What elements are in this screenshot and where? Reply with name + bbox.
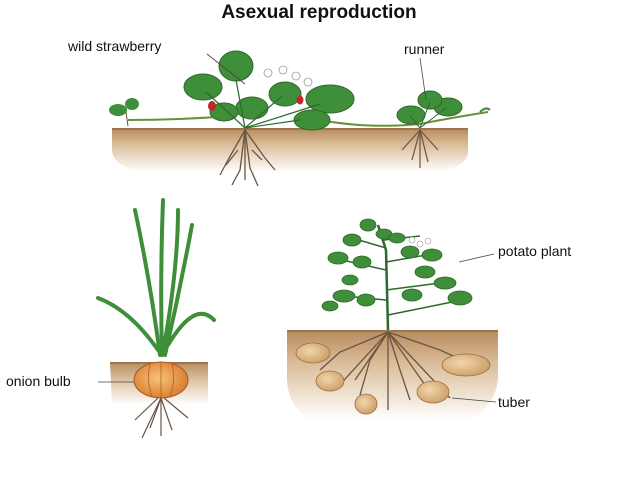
potato-illustration (287, 218, 498, 420)
strawberry-illustration (109, 50, 491, 187)
onion-bulb-label: onion bulb (6, 373, 71, 389)
onion-illustration (96, 198, 216, 439)
runner-label: runner (404, 41, 445, 57)
potato-plant-label: potato plant (498, 243, 572, 259)
wild-strawberry-label: wild strawberry (68, 38, 162, 54)
diagram-title: Asexual reproduction (221, 2, 417, 23)
tuber-label: tuber (498, 394, 530, 410)
